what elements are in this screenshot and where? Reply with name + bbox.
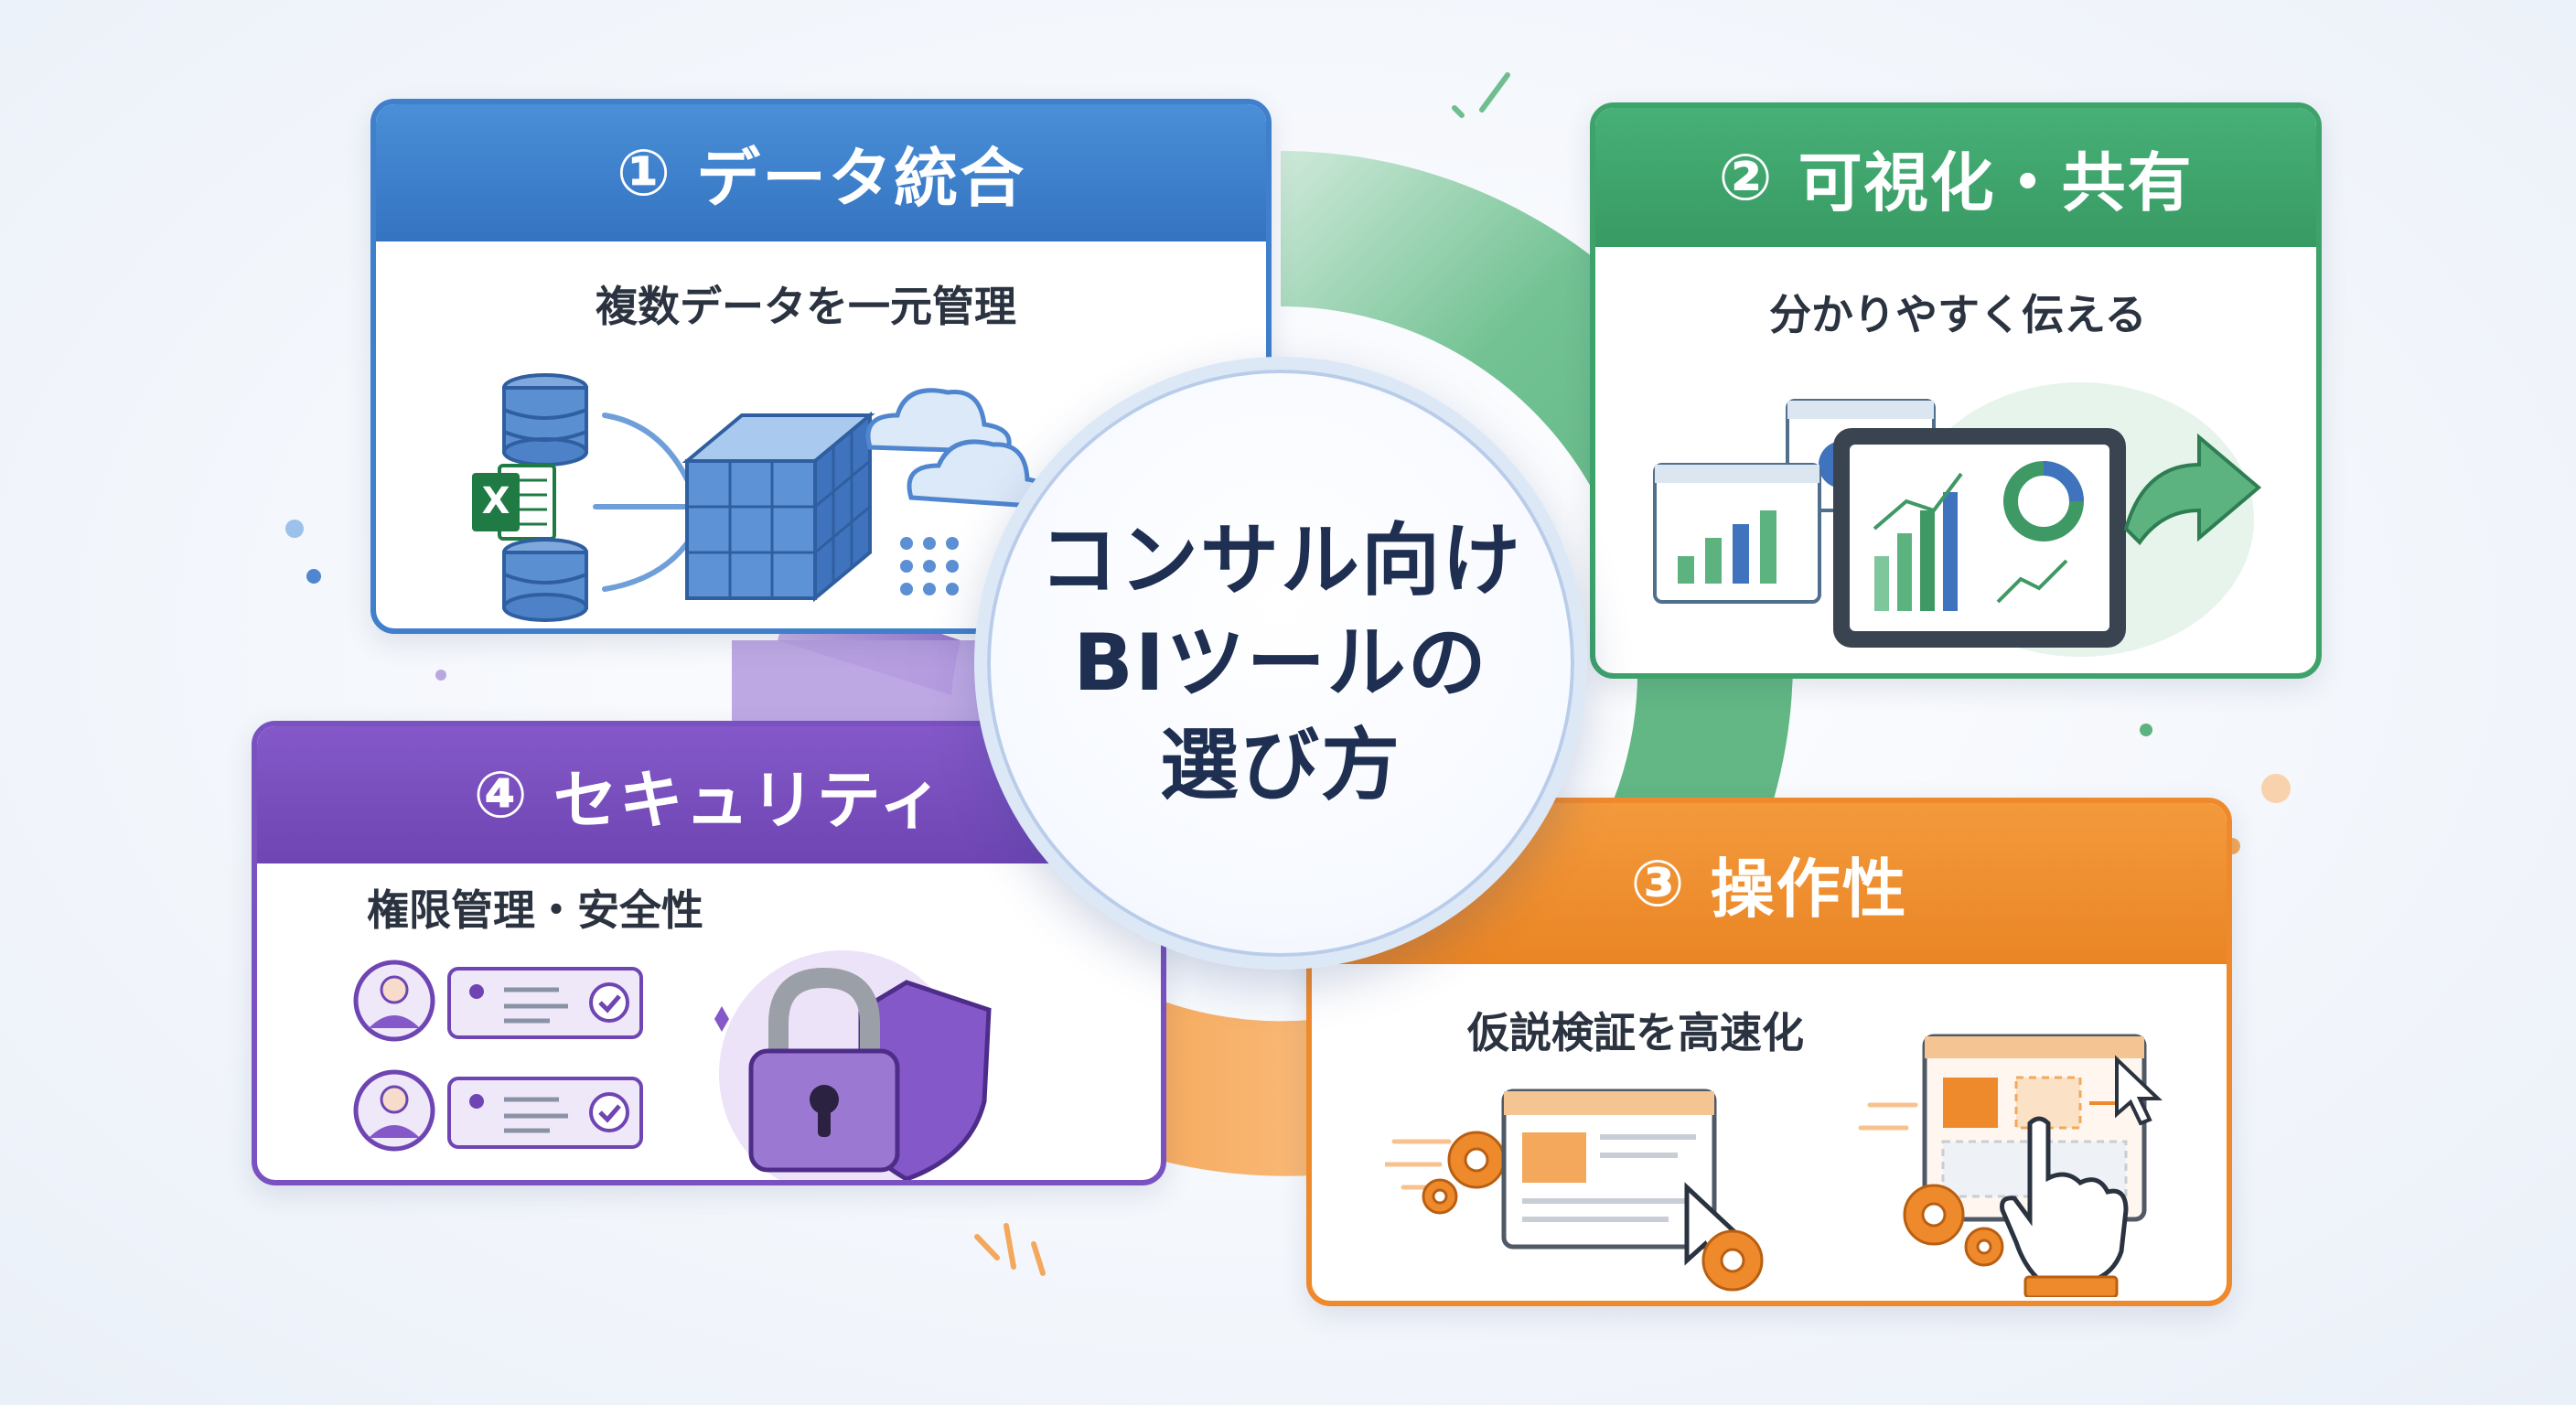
gear-icon xyxy=(1701,1229,1764,1292)
tablet-icon xyxy=(1833,428,2126,648)
decor-dot xyxy=(2140,724,2152,736)
card-title: データ統合 xyxy=(696,140,1026,216)
gear-icon xyxy=(1422,1131,1506,1215)
card-subtitle: 権限管理・安全性 xyxy=(367,885,703,935)
data-cube-icon xyxy=(682,411,875,603)
card-security: ④ セキュリティ 権限管理・安全性 xyxy=(252,721,1166,1185)
arrow-icon xyxy=(593,413,845,592)
decor-dot xyxy=(285,520,304,538)
card-data-integration: ① データ統合 複数データを一元管理 X xyxy=(370,99,1272,634)
lock-icon xyxy=(748,967,900,1173)
card-title: セキュリティ xyxy=(553,762,945,838)
sparkle-orange xyxy=(974,1223,1046,1276)
center-title-line-1: コンサル向け xyxy=(1039,515,1522,606)
cursor-icon xyxy=(2115,1055,2163,1126)
decor-dot xyxy=(306,569,321,584)
decor-dot xyxy=(2261,774,2291,803)
permission-card-icon xyxy=(447,967,643,1039)
database-icon xyxy=(502,373,588,467)
card-number: ③ xyxy=(1630,846,1687,921)
security-illustration xyxy=(353,950,992,1180)
card-subtitle: 仮説検証を高速化 xyxy=(1467,1008,1804,1057)
card-number: ② xyxy=(1718,140,1775,215)
svg-text:X: X xyxy=(482,480,510,522)
card-subtitle: 分かりやすく伝える xyxy=(1769,290,2147,339)
visualization-illustration xyxy=(1653,382,2262,657)
user-avatar-icon xyxy=(353,960,435,1042)
center-title-line-2: BIツールの xyxy=(1073,617,1488,709)
database-icon xyxy=(502,538,588,622)
excel-icon: X xyxy=(472,464,556,541)
permission-card-icon xyxy=(447,1077,643,1149)
bar-chart-window-icon xyxy=(1653,463,1821,604)
browser-window-icon xyxy=(1501,1089,1717,1249)
card-header: ① データ統合 xyxy=(376,104,1266,241)
center-title-line-3: 選び方 xyxy=(1160,720,1401,811)
cloud-icon xyxy=(865,388,1052,509)
decor-dot xyxy=(435,670,446,681)
gear-icon xyxy=(1903,1184,2004,1267)
card-title: 操作性 xyxy=(1710,851,1908,927)
card-number: ① xyxy=(616,135,673,210)
card-header: ② 可視化・共有 xyxy=(1595,108,2316,247)
usability-illustration xyxy=(1385,1034,2163,1297)
card-number: ④ xyxy=(473,757,530,832)
data-dots-icon xyxy=(900,537,959,595)
share-arrow-icon xyxy=(2123,433,2262,546)
user-avatar-icon xyxy=(353,1069,435,1152)
card-title: 可視化・共有 xyxy=(1798,145,2194,220)
card-subtitle: 複数データを一元管理 xyxy=(596,282,1016,331)
sparkle-icon xyxy=(714,1006,729,1032)
hand-pointer-icon xyxy=(2000,1116,2129,1297)
card-visualization-sharing: ② 可視化・共有 分かりやすく伝える xyxy=(1590,102,2322,679)
center-title-circle: コンサル向け BIツールの 選び方 xyxy=(974,357,1587,970)
sparkle-green xyxy=(1452,72,1510,118)
data-integration-illustration: X xyxy=(472,373,1052,622)
